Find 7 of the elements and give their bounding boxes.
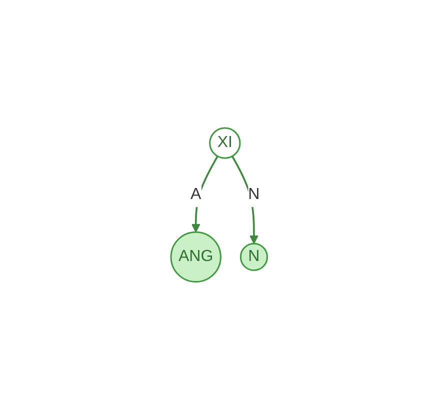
node-circle: XI [208,127,241,159]
arrow [191,156,218,233]
arrow [231,156,258,244]
node-circle: N [240,243,268,272]
edge-label: A [190,186,202,204]
node-circle: ANG [170,231,222,283]
edge-label: N [248,186,260,204]
